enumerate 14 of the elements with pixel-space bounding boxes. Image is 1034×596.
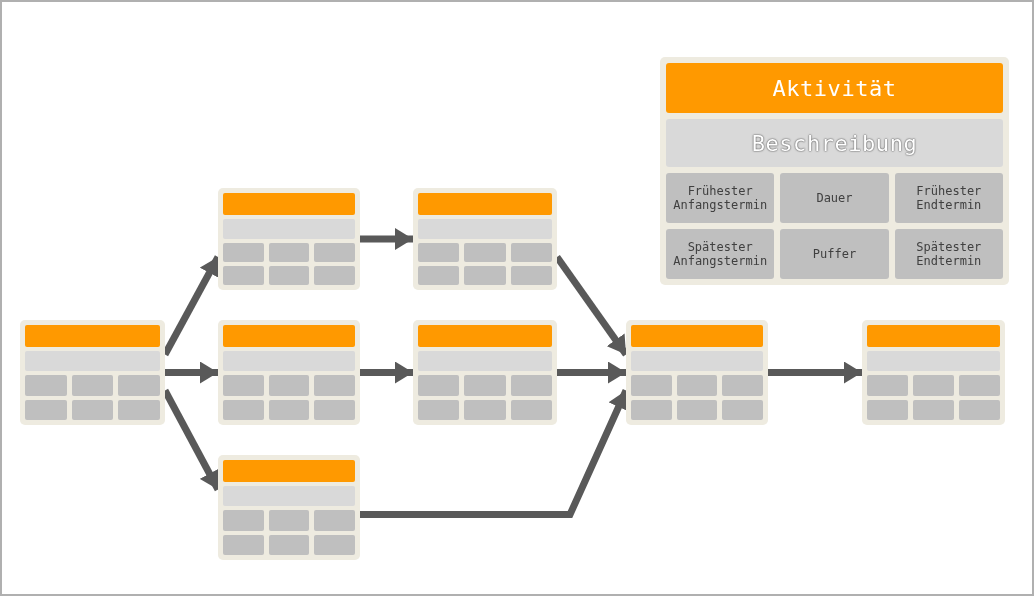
arrow [557, 361, 626, 384]
arrow [768, 361, 862, 384]
legend-field: Spätester Endtermin [894, 229, 1003, 279]
legend-field: Frühester Endtermin [894, 173, 1003, 223]
legend-field: Puffer [780, 229, 889, 279]
legend-field: Aktivität [666, 63, 1003, 113]
arrow [165, 361, 218, 384]
legend-field: Dauer [780, 173, 889, 223]
arrow [360, 228, 413, 250]
legend-card [660, 57, 1009, 285]
legend-field: Beschreibung [666, 119, 1003, 167]
legend-field: Frühester Anfangstermin [666, 173, 775, 223]
legend-field: Spätester Anfangstermin [666, 229, 775, 279]
arrow [360, 361, 413, 384]
